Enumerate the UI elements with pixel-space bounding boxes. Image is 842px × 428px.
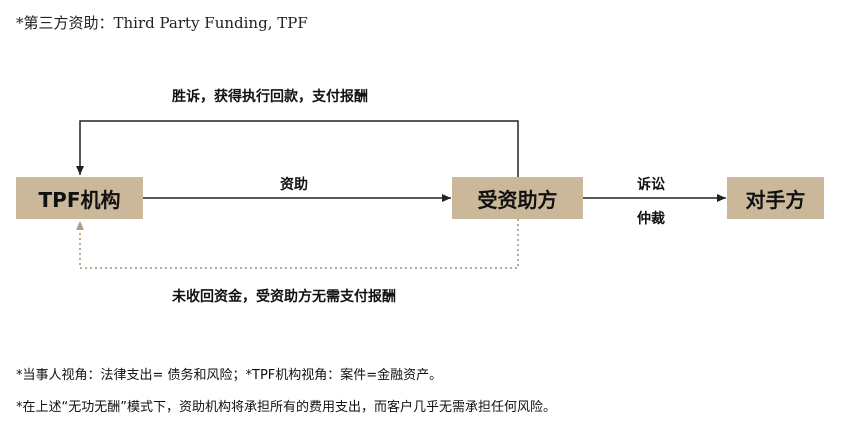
- arbitration-label: 仲裁: [637, 211, 665, 227]
- win-return-arrow: [76, 120, 519, 177]
- funding-label: 资助: [280, 177, 308, 193]
- footnote-perspective: *当事人视角：法律支出= 债务和风险；*TPF机构视角：案件=金融资产。: [16, 368, 443, 383]
- loss-no-pay-label: 未收回资金，受资助方无需支付报酬: [172, 289, 396, 305]
- litigation-label: 诉讼: [637, 177, 665, 193]
- loss-dotted-arrow: [76, 219, 519, 269]
- funded-party-node: 受资助方: [452, 177, 583, 219]
- win-return-label: 胜诉，获得执行回款，支付报酬: [172, 89, 368, 105]
- footnote-no-win-no-fee: *在上述“无功无酬”模式下，资助机构将承担所有的费用支出，而客户几乎无需承担任何…: [16, 400, 556, 415]
- tpf-institution-node: TPF机构: [16, 177, 143, 219]
- counterparty-node: 对手方: [727, 177, 824, 219]
- page-title: *第三方资助：Third Party Funding, TPF: [16, 14, 308, 32]
